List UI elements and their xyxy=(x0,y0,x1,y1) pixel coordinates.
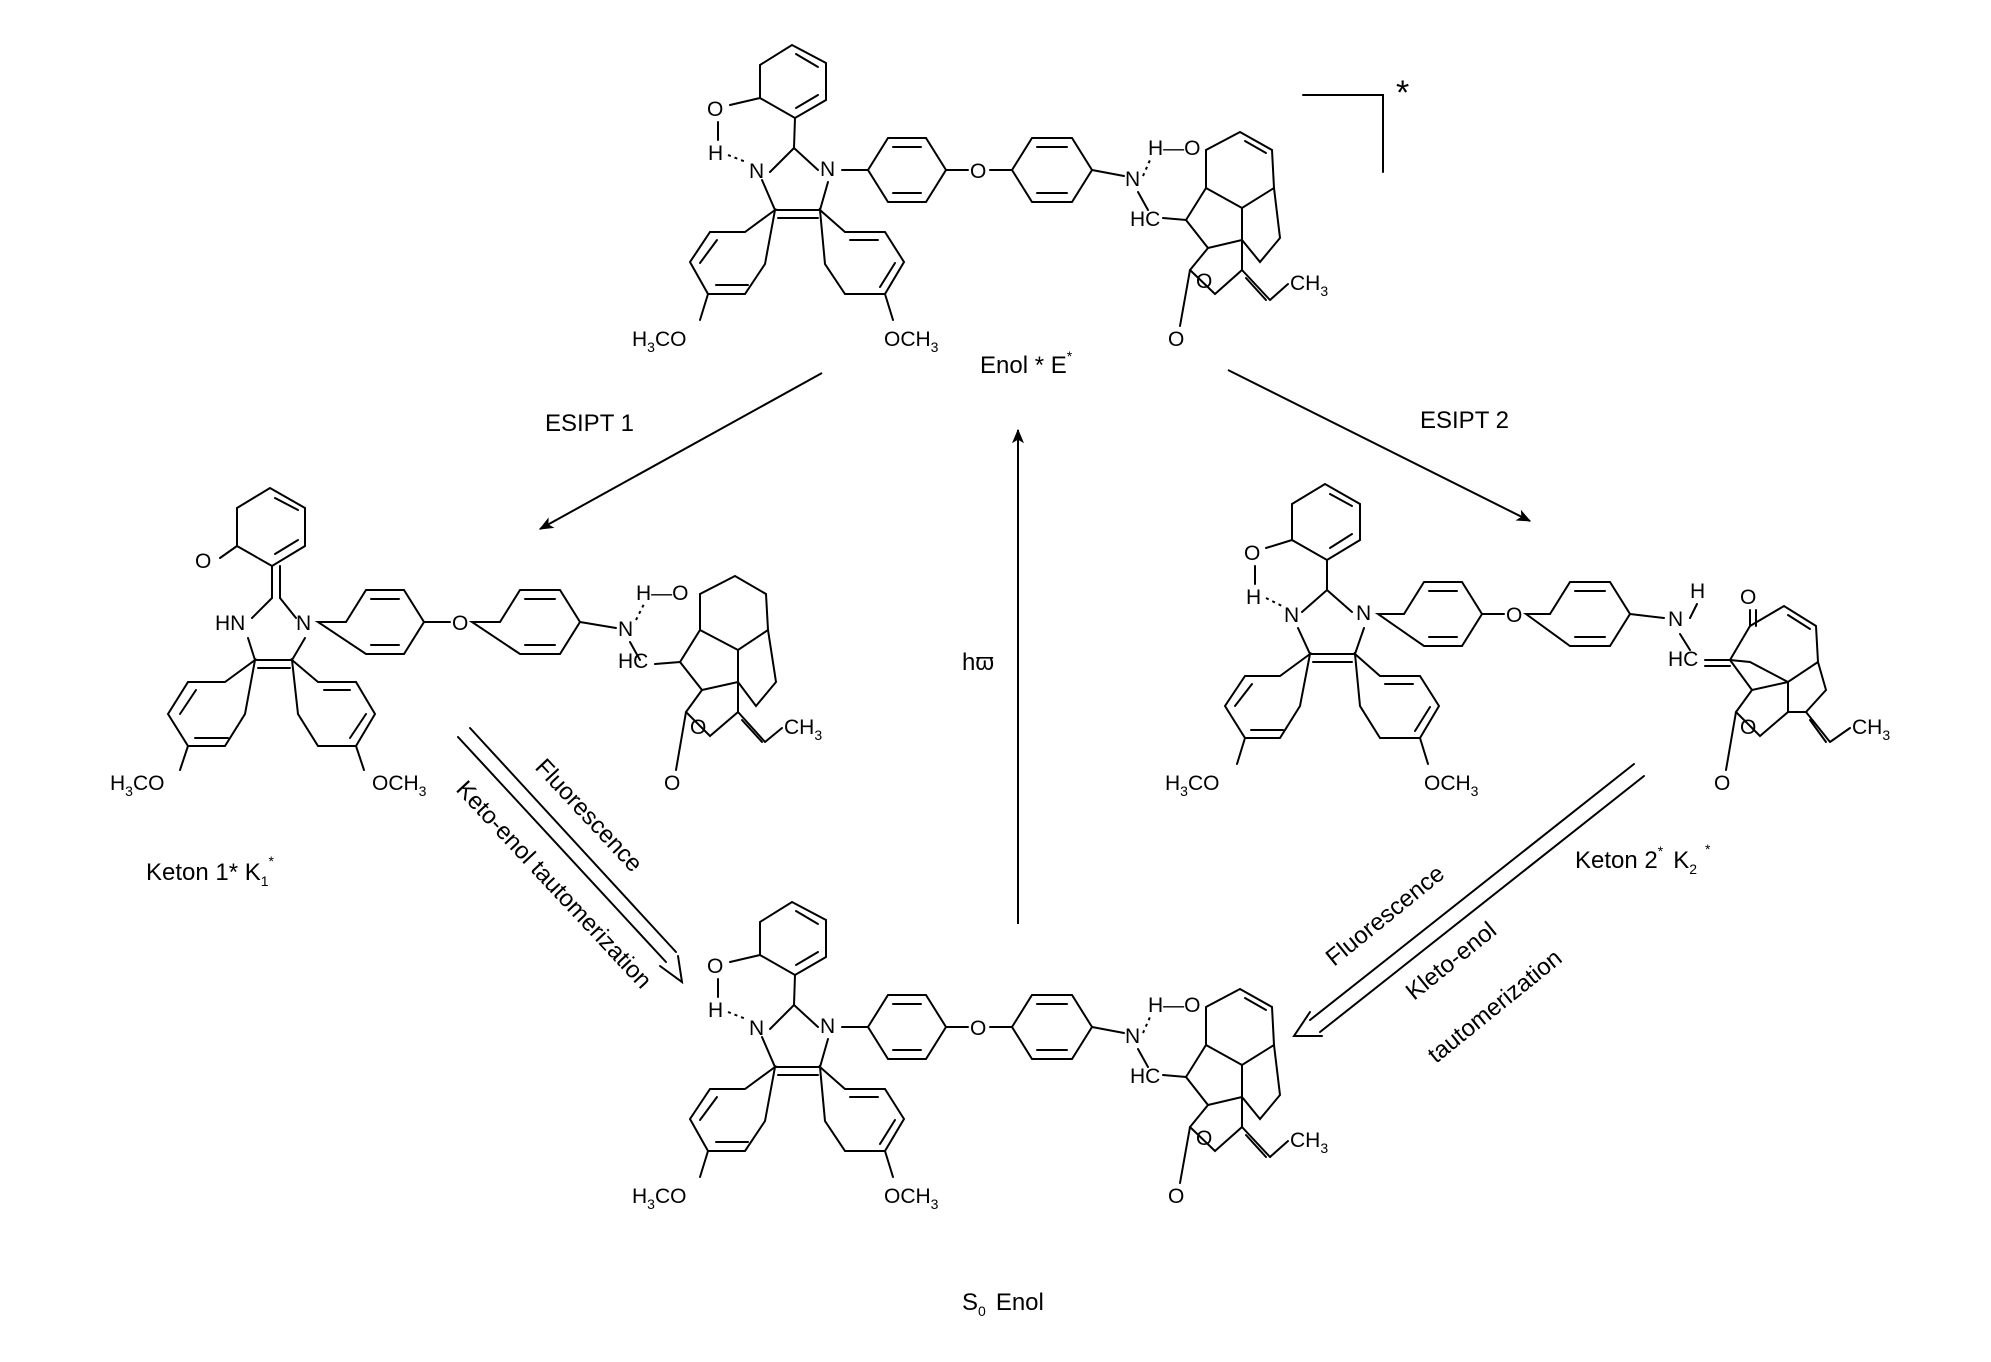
methoxy-right-label: OCH3 xyxy=(884,328,939,355)
excited-state-bracket xyxy=(1302,94,1384,173)
esipt2-arrow xyxy=(1227,369,1532,522)
excited-state-asterisk: * xyxy=(1396,74,1409,112)
phenol-oxygen-k2-label: O xyxy=(1244,542,1260,565)
enamine-n-k2-label: N xyxy=(1668,608,1683,631)
keton2-label: Keton 2*K2* xyxy=(1575,841,1711,877)
imine-h-o-k1-label: H—O xyxy=(636,582,689,605)
phenol-hydrogen-k2-label: H xyxy=(1246,586,1261,609)
carbonyl-oxygen-k2-label: O xyxy=(1714,772,1730,795)
methyl-k2-label: CH3 xyxy=(1852,716,1890,743)
lactone-oxygen-k2-label: O xyxy=(1740,716,1756,739)
imine-hc-k1-label: HC xyxy=(618,650,648,673)
imine-n-label: N xyxy=(1125,168,1140,191)
esipt1-arrow xyxy=(538,372,823,530)
lactone-oxygen-label: O xyxy=(1196,270,1212,293)
fluorescence-left-arrow xyxy=(457,727,684,985)
lactone-oxygen-k1-label: O xyxy=(690,716,706,739)
excitation-label: hϖ xyxy=(962,649,994,676)
fluorescence-right-label: Fluorescence xyxy=(1321,860,1450,972)
methoxy-left-label: H3CO xyxy=(632,328,686,355)
carbonyl-oxygen-k1-label: O xyxy=(664,772,680,795)
ether-oxygen-k1-label: O xyxy=(452,612,468,635)
imidazole-n-k2-label: N xyxy=(1284,604,1299,627)
imine-h-o-label: H—O xyxy=(1148,137,1201,160)
keto-oxygen-label: O xyxy=(195,550,211,573)
carbonyl-oxygen-label: O xyxy=(1168,328,1184,351)
methoxy-right-k2-label: OCH3 xyxy=(1424,772,1479,799)
enamine-h-k2-label: H xyxy=(1690,580,1705,603)
methyl-k1-label: CH3 xyxy=(784,716,822,743)
imidazole-n1-label: N xyxy=(820,158,835,181)
enol-excited-label: Enol * E* xyxy=(980,348,1073,379)
keton1-label: Keton 1* K1* xyxy=(146,853,275,889)
imine-hc-label: HC xyxy=(1130,208,1160,231)
imine-n-k1-label: N xyxy=(618,618,633,641)
phenol-oxygen-label: O xyxy=(707,98,723,121)
esipt2-label: ESIPT 2 xyxy=(1420,407,1509,434)
imidazole-n1-k2-label: N xyxy=(1356,602,1371,625)
tautomerization-left-label: Keto-enol tautomerization xyxy=(451,776,657,994)
methyl-label: CH3 xyxy=(1290,272,1328,299)
ether-oxygen-k2-label: O xyxy=(1506,604,1522,627)
imidazole-nh-label: HN xyxy=(215,612,245,635)
imidazole-n1-left-label: N xyxy=(296,612,311,635)
quinone-oxygen-k2-label: O xyxy=(1740,586,1756,609)
enol-molecule-structure: O H N N H3CO OCH3 O N H—O HC xyxy=(632,43,1328,355)
esipt1-label: ESIPT 1 xyxy=(545,410,634,437)
ether-oxygen-label: O xyxy=(970,160,986,183)
phenol-hydrogen-label: H xyxy=(708,142,723,165)
methoxy-right-k1-label: OCH3 xyxy=(372,772,427,799)
methoxy-left-k2-label: H3CO xyxy=(1165,772,1219,799)
tautomerization-right-label-1: Kleto-enol xyxy=(1401,917,1502,1006)
s0-enol-molecule-structure xyxy=(631,901,1330,1213)
keton1-molecule-structure: O HN N H3CO OCH3 O N H—O HC O O CH3 xyxy=(110,486,822,799)
fluorescence-right-arrow xyxy=(1292,763,1645,1037)
methoxy-left-k1-label: H3CO xyxy=(110,772,164,799)
enamine-hc-k2-label: HC xyxy=(1668,648,1698,671)
keton2-molecule-structure: O H N N H3CO OCH3 O N H HC O O O xyxy=(1165,482,1890,799)
imidazole-n-label: N xyxy=(749,160,764,183)
